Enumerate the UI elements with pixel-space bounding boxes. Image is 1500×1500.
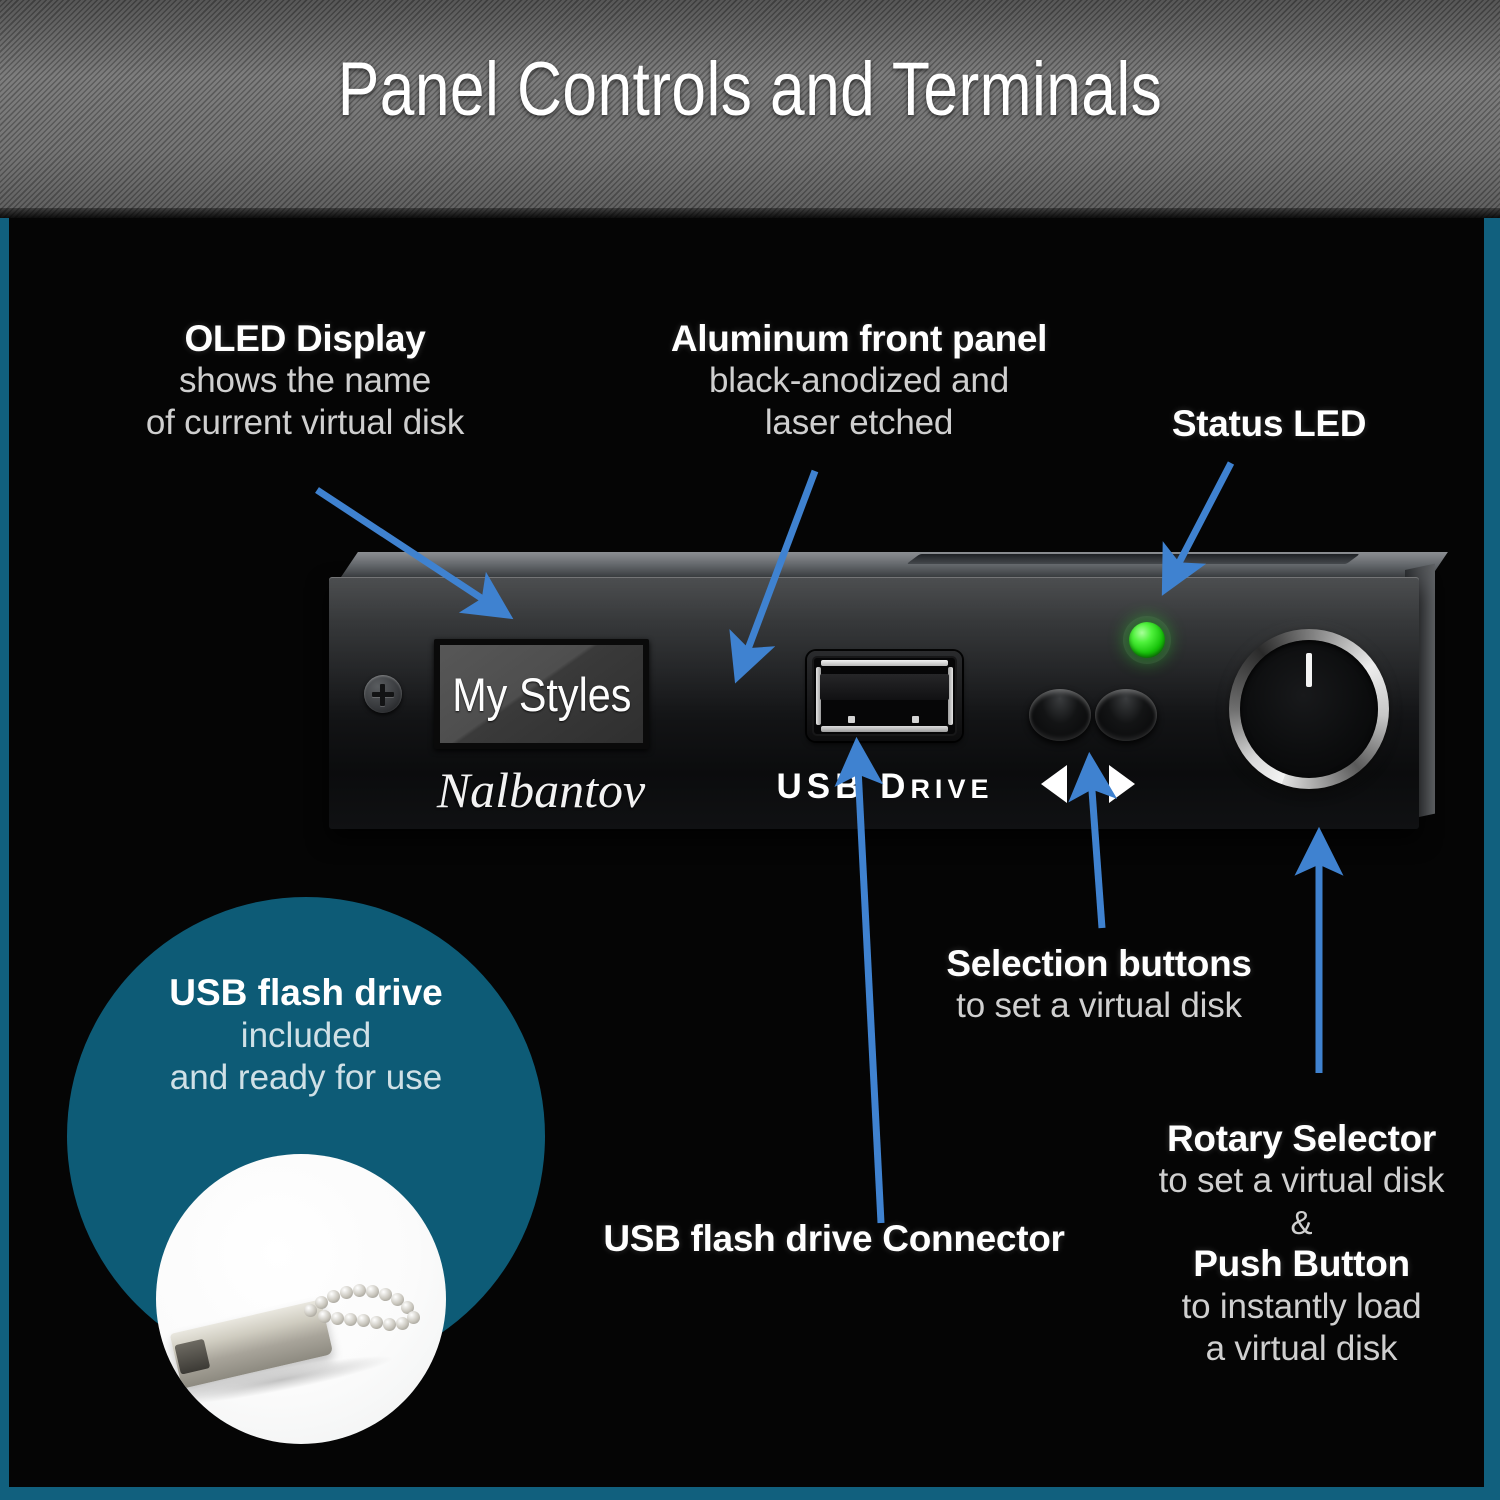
callout-pushbutton-line2: a virtual disk <box>1205 1328 1398 1368</box>
callout-selection-buttons: Selection buttons to set a virtual disk <box>889 943 1309 1027</box>
usb-shield-left <box>816 667 821 725</box>
callout-rotary-selector: Rotary Selector to set a virtual disk & … <box>1094 1118 1484 1370</box>
usb-port-inner <box>812 656 957 736</box>
right-triangle-icon <box>1109 765 1135 803</box>
front-panel-device: My Styles Nalbantov USB DRIVE <box>329 552 1448 844</box>
usb-bubble-text: USB flash drive included and ready for u… <box>67 972 545 1100</box>
usb-tongue <box>820 674 949 700</box>
oled-glass: My Styles <box>440 645 643 743</box>
usb-a-port[interactable] <box>807 651 962 741</box>
panel-screw-icon <box>364 675 402 713</box>
page-title: Panel Controls and Terminals <box>337 47 1163 132</box>
callout-selection-heading: Selection buttons <box>946 943 1252 984</box>
etched-usb-drive-label: USB DRIVE <box>755 769 1015 804</box>
content-stage: OLED Display shows the name of current v… <box>0 218 1500 1500</box>
callout-status-led: Status LED <box>1119 403 1419 445</box>
usb-bubble-line1: included <box>240 1015 372 1055</box>
callout-aluminum-panel: Aluminum front panel black-anodized and … <box>609 318 1109 444</box>
knob-face <box>1240 640 1378 778</box>
status-led-indicator <box>1129 622 1165 658</box>
rotary-selector-knob[interactable] <box>1229 629 1389 789</box>
usb-pin <box>912 716 919 723</box>
etched-drive-rive: RIVE <box>910 774 994 804</box>
callout-usb-connector: USB flash drive Connector <box>549 1218 1119 1260</box>
callout-panel-heading: Aluminum front panel <box>670 318 1048 359</box>
selection-button-right[interactable] <box>1095 689 1157 741</box>
callout-rotary-line1: to set a virtual disk <box>1158 1161 1445 1201</box>
knob-indicator-mark <box>1306 653 1312 687</box>
callout-selection-line1: to set a virtual disk <box>956 986 1242 1026</box>
callout-oled-display: OLED Display shows the name of current v… <box>55 318 555 444</box>
usb-bubble-line2: and ready for use <box>169 1058 443 1098</box>
etched-usb-text: USB <box>776 767 866 806</box>
callout-pushbutton-heading: Push Button <box>1193 1243 1410 1285</box>
left-triangle-icon <box>1041 765 1067 803</box>
callout-oled-line1: shows the name <box>178 361 432 401</box>
usb-flash-drive-photo <box>156 1154 446 1444</box>
usb-pin <box>848 716 855 723</box>
usb-drive-connector-mouth <box>174 1338 211 1375</box>
callout-panel-line2: laser etched <box>764 403 954 443</box>
callout-rotary-heading: Rotary Selector <box>1167 1118 1436 1159</box>
usb-shield-bottom <box>821 726 948 732</box>
callout-oled-line2: of current virtual disk <box>145 403 465 443</box>
brand-logo-nalbantov: Nalbantov <box>436 762 646 818</box>
usb-shield-top <box>821 660 948 666</box>
oled-display: My Styles <box>434 639 649 749</box>
device-top-bevel <box>339 552 1448 580</box>
usb-shield-right <box>948 667 953 725</box>
oled-display-text: My Styles <box>451 667 632 721</box>
callout-rotary-ampersand: & <box>1290 1204 1313 1242</box>
etched-drive-d: D <box>880 767 911 806</box>
usb-bubble-heading: USB flash drive <box>169 972 443 1013</box>
callout-oled-heading: OLED Display <box>184 318 426 359</box>
device-front-face: My Styles Nalbantov USB DRIVE <box>329 577 1419 829</box>
usb-drive-keychain <box>304 1274 422 1331</box>
device-top-slot <box>906 554 1360 564</box>
header-banner: Panel Controls and Terminals <box>0 0 1500 218</box>
callout-usb-connector-heading: USB flash drive Connector <box>603 1218 1065 1259</box>
callout-panel-line1: black-anodized and <box>709 361 1009 401</box>
callout-led-heading: Status LED <box>1171 403 1367 444</box>
selection-button-left[interactable] <box>1029 689 1091 741</box>
callout-pushbutton-line1: to instantly load <box>1181 1286 1422 1326</box>
